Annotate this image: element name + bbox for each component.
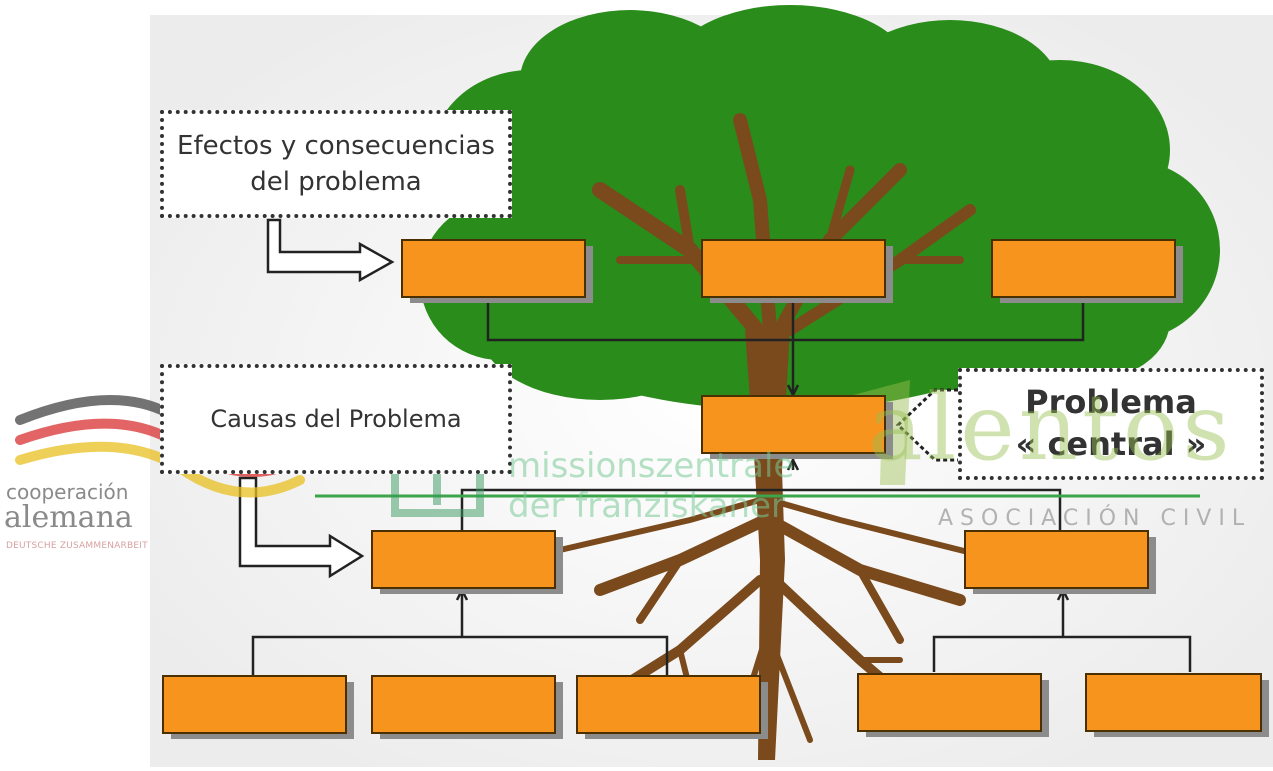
central-label-line-1: Problema [1025,383,1197,422]
box-subcause-4 [857,673,1049,737]
watermark-talentos-line1: alentos [868,374,1234,481]
box-cause-1 [371,530,563,594]
causes-label-box: Causas del Problema [160,364,512,474]
watermark-cooperacion-line1: cooperación [6,480,129,504]
watermark-cooperacion-line3: DEUTSCHE ZUSAMMENARBEIT [6,541,148,551]
box-central-problem [701,395,893,459]
watermark-cooperacion-line2: alemana [4,500,133,535]
effects-label-line-2: del problema [250,167,422,197]
box-subcause-1 [162,675,354,739]
box-subcause-3 [576,675,768,739]
central-problem-label-box: Problema « central » [958,368,1264,480]
effects-pointer-arrow [266,218,395,283]
watermark-missionszentrale-line1: missionszentrale [508,446,795,486]
box-effect-2 [701,239,893,303]
causes-pointer-arrow [238,476,365,579]
effects-label-box: Efectos y consecuencias del problema [160,110,512,218]
effects-label-line-1: Efectos y consecuencias [177,130,495,161]
box-effect-3 [991,239,1183,303]
box-cause-2 [964,530,1156,594]
watermark-talentos-line2: ASOCIACIÓN CIVIL [938,506,1252,531]
box-subcause-2 [371,675,563,739]
box-effect-1 [401,239,593,303]
causes-label-text: Causas del Problema [210,405,462,433]
central-pointer-arrow [895,388,958,462]
central-label-line-2: « central » [1015,425,1207,463]
watermark-missionszentrale-line2: der franziskaner [508,486,785,526]
box-subcause-5 [1085,673,1269,737]
